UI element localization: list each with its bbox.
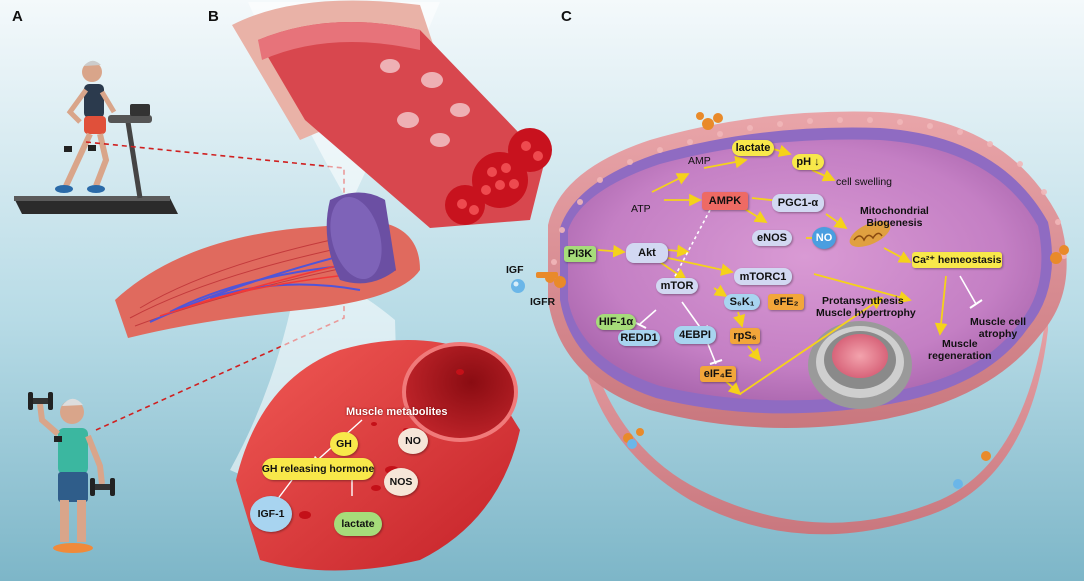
amp-label: AMP (688, 155, 711, 167)
nos-node: NOS (384, 468, 418, 496)
ca-homeostasis-node: Ca²⁺ hemeostasis (912, 252, 1002, 268)
enos-node: eNOS (752, 230, 792, 246)
lactate-c-node: lactate (732, 140, 774, 156)
s6k1-node: S₆K₁ (724, 294, 760, 310)
lactate-node: lactate (334, 512, 382, 536)
no-node: NO (398, 428, 428, 454)
blood-vessel-illustration (236, 340, 520, 571)
cell-swelling-label: cell swelling (836, 176, 893, 188)
panel-label-a: A (12, 8, 23, 25)
muscle-hypertrophy-label: Muscle hypertrophy (816, 307, 916, 319)
hif1a-node: HIF-1α (596, 314, 636, 330)
panel-label-c: C (561, 8, 572, 25)
panel-label-b: B (208, 8, 219, 25)
efe2-node: eFE₂ (768, 294, 804, 310)
mtorc1-node: mTORC1 (734, 268, 792, 285)
mitochondrion-icon (849, 221, 891, 247)
igfr-label: IGFR (530, 296, 556, 308)
ampk-node: AMPK (702, 192, 748, 210)
rps6-node: rpS₆ (730, 328, 760, 344)
redd1-node: REDD1 (618, 330, 660, 346)
akt-node: Akt (626, 243, 668, 263)
igf-label: IGF (506, 264, 524, 276)
dumbbell-lifter-illustration (28, 392, 115, 553)
4ebp1-node: 4EBPI (674, 326, 716, 344)
protansynthesis-label: Protansynthesis (822, 295, 904, 307)
muscle-fiber-bundle-illustration (232, 0, 552, 228)
atp-label: ATP (631, 203, 651, 215)
muscle-regeneration-label: Muscle regeneration (928, 338, 992, 362)
pi3k-node: PI3K (564, 246, 596, 262)
eif4e-node: eIF₄E (700, 366, 736, 382)
pgc1a-node: PGC1-α (772, 194, 824, 212)
gh-node: GH (330, 432, 358, 456)
limb-muscle-vessels-illustration (115, 192, 420, 338)
igf1-node: IGF-1 (250, 496, 292, 532)
mitochondrial-biogenesis-label: Mitochondrial Biogenesis (860, 205, 929, 229)
ph-node: pH ↓ (792, 154, 824, 170)
treadmill-runner-illustration (14, 60, 178, 214)
nucleus-illustration (808, 321, 912, 409)
muscle-cell-atrophy-label: Muscle cell atrophy (970, 316, 1027, 340)
gh-releasing-hormone-node: GH releasing hormone (262, 458, 374, 480)
muscle-metabolites-label: Muscle metabolites (346, 406, 448, 418)
mtor-node: mTOR (656, 278, 698, 294)
no-c-node: NO (812, 227, 836, 249)
